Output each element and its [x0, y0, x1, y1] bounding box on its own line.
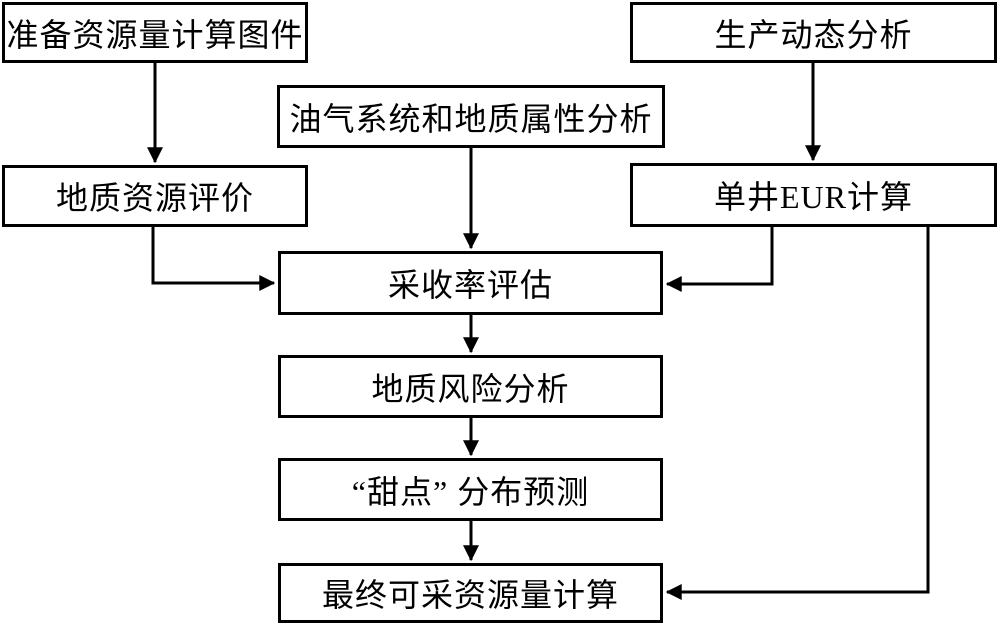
node-geological-resource-eval: 地质资源评价	[2, 165, 308, 227]
node-single-well-eur-calc: 单井EUR计算	[630, 163, 997, 227]
node-sweet-spot-prediction: “甜点” 分布预测	[278, 458, 663, 521]
arrow-eur-to-final	[665, 227, 930, 600]
node-recovery-factor-eval: 采收率评估	[278, 251, 663, 315]
node-petroleum-system-analysis: 油气系统和地质属性分析	[277, 85, 665, 148]
node-production-dynamic-analysis: 生产动态分析	[630, 2, 997, 63]
node-prepare-resource-maps: 准备资源量计算图件	[2, 2, 308, 63]
node-geological-risk-analysis: 地质风险分析	[278, 355, 663, 418]
node-final-recoverable-calc: 最终可采资源量计算	[278, 563, 663, 623]
arrow-eur-to-recovery	[665, 227, 774, 292]
arrow-geo-eval-to-recovery	[151, 227, 276, 291]
